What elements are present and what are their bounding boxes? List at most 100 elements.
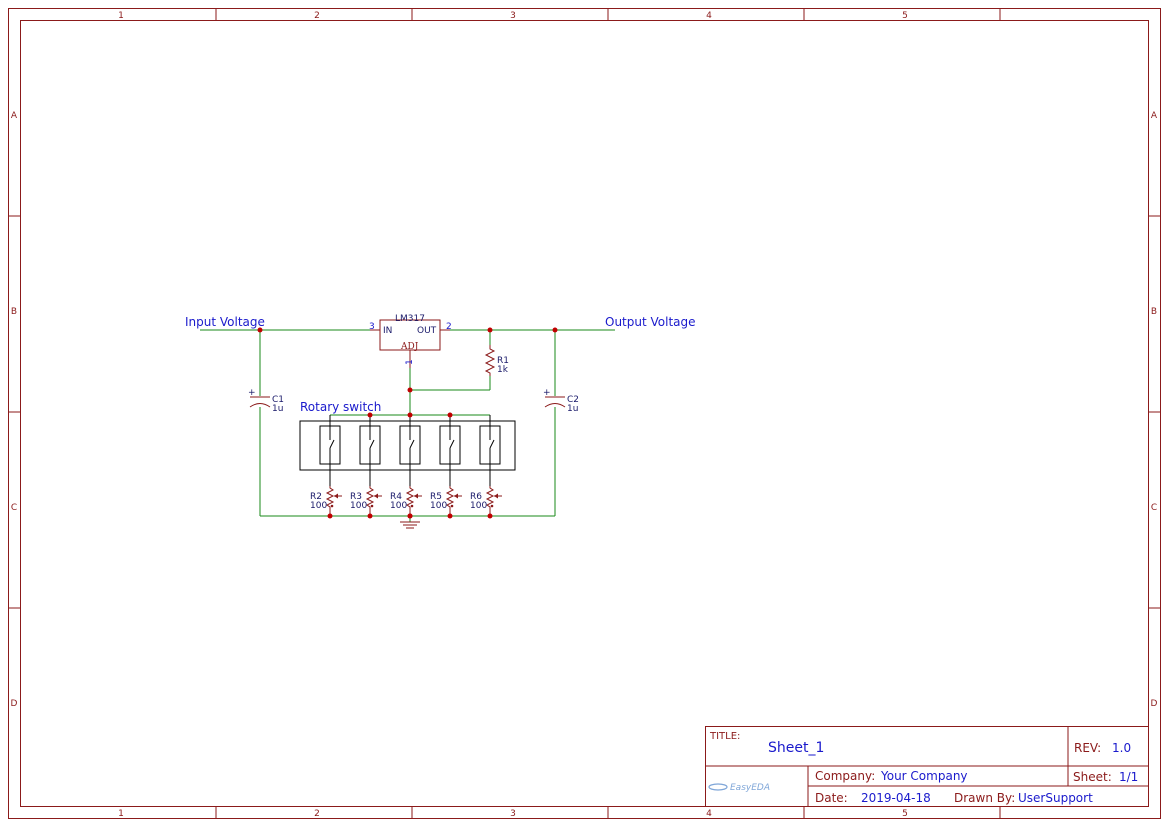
resistor-r1[interactable]: R1 1k xyxy=(484,345,509,376)
switch-position-3[interactable] xyxy=(399,415,421,486)
c1-plate-bottom xyxy=(249,403,271,408)
title-block: TITLE: Sheet_1 REV: 1.0 Company: Your Co… xyxy=(705,726,1149,807)
row-label-right-d: D xyxy=(1151,699,1158,709)
junction-dot xyxy=(367,513,373,519)
c2-value: 1u xyxy=(567,404,578,414)
wires xyxy=(200,329,615,522)
row-label-left-b: B xyxy=(11,307,17,317)
junction-dot xyxy=(447,412,453,418)
sheet-label: Sheet: xyxy=(1073,770,1112,784)
junction-dot xyxy=(407,513,413,519)
pot-value: 100 xyxy=(430,501,447,511)
junction-dot xyxy=(367,412,373,418)
junction-dot xyxy=(407,412,413,418)
date-label: Date: xyxy=(815,791,848,805)
column-label-top-4: 4 xyxy=(706,11,712,21)
lm317-out-label: OUT xyxy=(417,326,437,336)
pot-ref: R4 xyxy=(390,492,402,502)
capacitor-c2[interactable]: + C2 1u xyxy=(543,388,579,414)
sheet-value: 1/1 xyxy=(1119,770,1138,784)
easyeda-logo-mark-icon xyxy=(708,783,728,791)
wiper-dot xyxy=(490,504,494,508)
c1-value: 1u xyxy=(272,404,283,414)
lm317-in-label: IN xyxy=(383,326,392,336)
junction-dot xyxy=(487,513,493,519)
inner-frame xyxy=(20,20,1149,807)
junction-dot xyxy=(327,513,333,519)
outer-frame xyxy=(8,8,1161,819)
title-label: TITLE: xyxy=(709,731,740,742)
switch-position-2[interactable] xyxy=(359,415,381,486)
column-label-top-3: 3 xyxy=(510,11,516,21)
pot-ref: R6 xyxy=(470,492,482,502)
rev-value: 1.0 xyxy=(1112,741,1131,755)
junction-dot xyxy=(407,387,413,393)
switch-position-4[interactable] xyxy=(439,415,461,486)
pot-value: 100 xyxy=(390,501,407,511)
column-dividers xyxy=(215,9,1001,818)
column-label-bottom-5: 5 xyxy=(902,809,908,819)
wiper-arrowhead-icon xyxy=(454,493,458,499)
net-label-output: Output Voltage xyxy=(605,315,696,329)
switch-position-1[interactable] xyxy=(319,415,341,486)
lm317-regulator[interactable]: LM317 IN OUT ADJ 3 2 1 xyxy=(369,314,452,368)
company-label: Company: xyxy=(815,769,875,783)
lm317-adj-label: ADJ xyxy=(400,342,419,352)
wiper-arrowhead-icon xyxy=(414,493,418,499)
row-label-right-a: A xyxy=(1151,111,1158,121)
pot-ref: R3 xyxy=(350,492,362,502)
drawn-by-value: UserSupport xyxy=(1018,791,1093,805)
row-label-left-a: A xyxy=(11,111,18,121)
rotary-switch-body[interactable] xyxy=(299,420,516,471)
r1-value: 1k xyxy=(497,365,509,375)
row-label-right-c: C xyxy=(1151,503,1157,513)
easyeda-logo-text: EasyEDA xyxy=(730,783,770,793)
wiper-dot xyxy=(410,504,414,508)
column-label-bottom-4: 4 xyxy=(706,809,712,819)
company-value: Your Company xyxy=(880,769,968,783)
lm317-part-name: LM317 xyxy=(395,314,425,324)
r1-zigzag xyxy=(484,345,496,376)
net-label-input: Input Voltage xyxy=(185,315,265,329)
wiper-arrowhead-icon xyxy=(334,493,338,499)
sheet-title: Sheet_1 xyxy=(768,740,824,756)
column-label-top-2: 2 xyxy=(314,11,320,21)
row-label-left-c: C xyxy=(11,503,17,513)
c2-plate-bottom xyxy=(544,403,566,408)
wiper-arrowhead-icon xyxy=(494,493,498,499)
switch-position-5[interactable] xyxy=(479,415,501,486)
label-rotary-switch: Rotary switch xyxy=(300,400,381,414)
row-label-right-b: B xyxy=(1151,307,1157,317)
switch-cells xyxy=(319,415,501,486)
c2-plus: + xyxy=(543,388,551,398)
junction-dot xyxy=(447,513,453,519)
wiper-arrowhead-icon xyxy=(374,493,378,499)
pot-ref: R5 xyxy=(430,492,442,502)
capacitor-c1[interactable]: + C1 1u xyxy=(248,388,284,414)
row-label-left-d: D xyxy=(11,699,18,709)
zone-labels: 1 2 3 4 5 1 2 3 4 5 A B C D A B C D xyxy=(11,11,1158,819)
wiper-dot xyxy=(450,504,454,508)
easyeda-logo: EasyEDA xyxy=(708,783,770,793)
drawn-by-label: Drawn By: xyxy=(954,791,1015,805)
pot-value: 100 xyxy=(470,501,487,511)
c1-plus: + xyxy=(248,388,256,398)
rev-label: REV: xyxy=(1074,741,1101,755)
junction-dot xyxy=(552,327,558,333)
pot-ref: R2 xyxy=(310,492,322,502)
c1-ref: C1 xyxy=(272,395,284,405)
wiper-dot xyxy=(370,504,374,508)
row-dividers xyxy=(9,215,1160,609)
wiper-dot xyxy=(330,504,334,508)
column-label-top-1: 1 xyxy=(118,11,124,21)
pot-value: 100 xyxy=(310,501,327,511)
junctions xyxy=(257,327,558,519)
r1-ref: R1 xyxy=(497,356,509,366)
